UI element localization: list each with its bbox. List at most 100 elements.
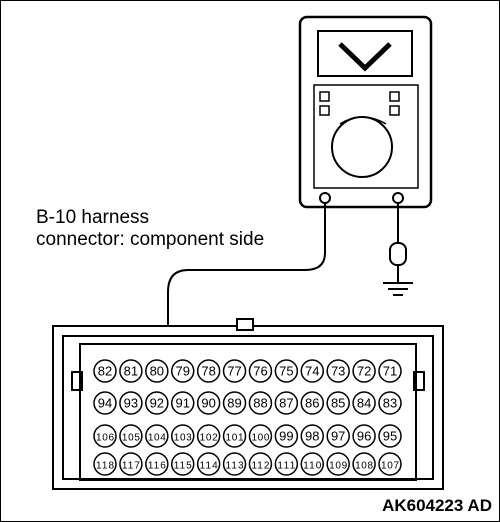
connector-pin-label: 99 [279, 429, 293, 444]
connector-pin-98: 98 [300, 424, 325, 448]
connector-pin-label: 104 [148, 433, 166, 444]
connector-pin-label: 82 [98, 364, 112, 379]
connector-pin-label: 73 [331, 364, 345, 379]
connector-pin-116: 116 [145, 452, 169, 476]
connector-pin-106: 106 [93, 424, 117, 448]
connector-pin-112: 112 [248, 452, 273, 476]
multimeter [298, 15, 433, 209]
connector-pin-label: 113 [226, 461, 244, 472]
connector-pin-label: 96 [357, 429, 371, 444]
connector-pin-label: 107 [381, 461, 399, 472]
connector-pin-label: 77 [227, 364, 241, 379]
connector-pin-label: 103 [174, 433, 192, 444]
connector-pin-label: 89 [227, 396, 241, 411]
connector-pin-label: 108 [355, 461, 373, 472]
connector-pin-label: 83 [383, 396, 397, 411]
connector-pin-label: 75 [279, 364, 293, 379]
connector-pin-107: 107 [378, 452, 402, 476]
ground-icon [383, 282, 413, 296]
connector-pin-92: 92 [145, 391, 169, 415]
connector-pin-label: 111 [277, 461, 295, 472]
connector-pin-label: 106 [96, 433, 114, 444]
connector-pin-84: 84 [352, 391, 376, 415]
connector-pin-78: 78 [196, 359, 221, 383]
connector-pin-label: 86 [305, 396, 319, 411]
connector-pin-102: 102 [196, 424, 221, 448]
connector-pin-label: 93 [124, 396, 138, 411]
connector-pin-label: 84 [357, 396, 371, 411]
connector-pin-95: 95 [378, 424, 402, 448]
connector-pin-label: 95 [383, 429, 397, 444]
connector-housing [52, 318, 444, 490]
connector-pins: 82 81 80 79 78 77 76 75 74 73 72 71 94 93 92 91 90 89 88 87… [93, 359, 402, 476]
connector-pin-101: 101 [222, 424, 247, 448]
connector-pin-label: 114 [200, 461, 218, 472]
connector-pin-label: 78 [201, 364, 215, 379]
connector-pin-label: 116 [148, 461, 166, 472]
connector-pin-82: 82 [93, 359, 117, 383]
connector-pin-104: 104 [145, 424, 169, 448]
ground-lead [383, 203, 413, 296]
connector-pin-109: 109 [326, 452, 350, 476]
connector-pin-100: 100 [248, 424, 273, 448]
connector-pin-label: 109 [329, 461, 347, 472]
connector-pin-90: 90 [196, 391, 221, 415]
connector-pin-113: 113 [222, 452, 247, 476]
connector-pin-108: 108 [352, 452, 376, 476]
connector-pin-71: 71 [378, 359, 402, 383]
connector-pin-76: 76 [248, 359, 273, 383]
connector-pin-93: 93 [119, 391, 143, 415]
connector-pin-96: 96 [352, 424, 376, 448]
connector-pin-105: 105 [119, 424, 143, 448]
connector-pin-75: 75 [274, 359, 299, 383]
connector-pin-115: 115 [170, 452, 195, 476]
connector-pin-label: 105 [122, 433, 140, 444]
connector-pin-label: 110 [303, 461, 321, 472]
connector-pin-87: 87 [274, 391, 299, 415]
connector-pin-114: 114 [196, 452, 221, 476]
connector-pin-label: 76 [253, 364, 267, 379]
connector-pin-79: 79 [170, 359, 195, 383]
connector-pin-label: 92 [150, 396, 164, 411]
connector-pin-label: 85 [331, 396, 345, 411]
connector-pin-label: 80 [150, 364, 164, 379]
connector-pin-103: 103 [170, 424, 195, 448]
connector-pin-label: 72 [357, 364, 371, 379]
connector-pin-label: 81 [124, 364, 138, 379]
connector-pin-85: 85 [326, 391, 350, 415]
connector-pin-label: 112 [251, 461, 269, 472]
connector-pin-label: 79 [175, 364, 189, 379]
connector-pin-label: 98 [305, 429, 319, 444]
connector-pin-89: 89 [222, 391, 247, 415]
connector-label-line1: B-10 harness [36, 207, 150, 228]
connector-pin-label: 100 [251, 433, 269, 444]
connector-pin-label: 91 [175, 396, 189, 411]
connector-pin-label: 87 [279, 396, 293, 411]
connector-pin-label: 90 [201, 396, 215, 411]
connector-pin-label: 101 [226, 433, 244, 444]
connector-pin-73: 73 [326, 359, 350, 383]
connector-pin-118: 118 [93, 452, 117, 476]
connector-label-line2: connector: component side [36, 229, 265, 250]
connector-pin-label: 88 [253, 396, 267, 411]
connector-pin-74: 74 [300, 359, 325, 383]
connector-pin-label: 118 [96, 461, 114, 472]
connector-pin-99: 99 [274, 424, 299, 448]
connector-pin-label: 94 [98, 396, 112, 411]
figure-code: AK604223 AD [382, 496, 492, 515]
connector-pin-77: 77 [222, 359, 247, 383]
connector-pin-117: 117 [119, 452, 143, 476]
connector-pin-label: 102 [200, 433, 218, 444]
connector-pin-83: 83 [378, 391, 402, 415]
connector-pin-88: 88 [248, 391, 273, 415]
connector-pin-97: 97 [326, 424, 350, 448]
connector-pin-110: 110 [300, 452, 325, 476]
connector-pin-80: 80 [145, 359, 169, 383]
connector-pin-label: 74 [305, 364, 319, 379]
connector-pin-86: 86 [300, 391, 325, 415]
connector-pin-label: 115 [174, 461, 192, 472]
connector-pin-label: 117 [122, 461, 140, 472]
meter-v-symbol [338, 42, 392, 72]
connector-pin-94: 94 [93, 391, 117, 415]
